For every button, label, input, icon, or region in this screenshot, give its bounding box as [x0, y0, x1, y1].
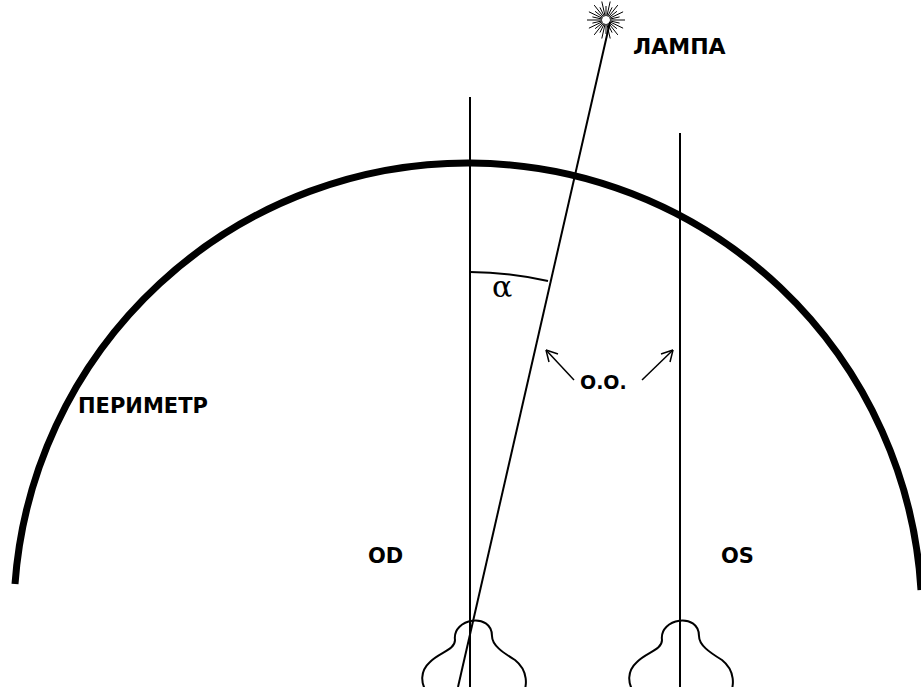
- lamp-ray: [589, 22, 603, 29]
- lamp-ray: [607, 24, 610, 39]
- od-axis-line: [469, 97, 471, 687]
- lamp-ray: [610, 12, 624, 18]
- eye-label: OD: [368, 546, 403, 567]
- lamp-ray: [594, 5, 603, 17]
- arrow-head: [546, 350, 558, 362]
- arrow-shaft: [642, 350, 673, 380]
- lamp-symbol: [587, 2, 625, 39]
- angle-label: α: [492, 272, 512, 302]
- lamp-ray: [606, 6, 607, 16]
- lamp-ray: [602, 2, 605, 17]
- perimeter-label: ПЕРИМЕТР: [78, 396, 208, 417]
- arrow-shaft: [546, 350, 574, 380]
- lamp-ray: [592, 21, 602, 23]
- lamp-ray: [606, 24, 607, 34]
- lamp-ray: [610, 17, 620, 19]
- lamp-ray: [610, 20, 625, 21]
- visual-line: [458, 22, 610, 687]
- arrow-head: [661, 350, 673, 362]
- axis-label: О.О.: [580, 373, 627, 392]
- lamp-ray: [609, 23, 618, 35]
- os-axis-line: [679, 133, 681, 687]
- os-eye: [629, 621, 733, 687]
- od-eye: [422, 621, 526, 687]
- eye-label: OS: [721, 546, 754, 567]
- lamp-label: ЛАМПА: [633, 36, 726, 58]
- perimeter-arc: [15, 163, 921, 590]
- lamp-ray: [587, 20, 602, 21]
